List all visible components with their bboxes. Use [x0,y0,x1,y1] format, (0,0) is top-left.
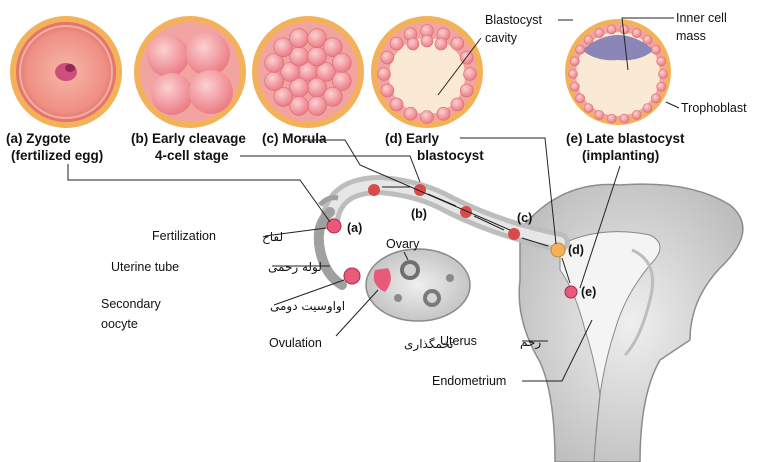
svg-text:Uterine tube: Uterine tube [111,260,179,274]
stage-c-label: (c) Morula [262,131,327,146]
uterus-illustration [519,184,743,462]
stage-e-label: (e) Late blastocyst (implanting) [566,131,685,163]
svg-text:(e): (e) [581,285,596,299]
trophoblast-cell [381,51,394,64]
svg-text:4-cell stage: 4-cell stage [155,148,229,163]
svg-text:(a): (a) [347,221,362,235]
trophoblast-cell [451,37,464,50]
morula-cell [308,96,327,115]
trophoblast-cell [404,107,417,120]
svg-text:cavity: cavity [485,31,518,45]
stage-d-label: (d) Early blastocyst [385,131,484,163]
trophoblast-cell [632,110,641,119]
trophoblast-cell [570,82,579,91]
svg-text:Trophoblast: Trophoblast [681,101,747,115]
trophoblast-cell [651,94,660,103]
svg-text:Inner cell: Inner cell [676,11,727,25]
svg-text:Secondary: Secondary [101,297,162,311]
inner-cell [421,35,433,47]
svg-text:(c) Morula: (c) Morula [262,131,327,146]
svg-text:Uterus: Uterus [440,334,477,348]
trophoblast-cell [576,45,585,54]
svg-text:(fertilized egg): (fertilized egg) [11,148,103,163]
trophoblast-cell [659,70,668,79]
svg-text:(implanting): (implanting) [582,148,659,163]
trophoblast-cell [390,37,403,50]
trophoblast-label: Trophoblast [666,101,747,115]
morula-cell [265,72,284,91]
svg-text:mass: mass [676,29,706,43]
zygote-illustration [10,16,122,128]
svg-text:(e) Late blastocyst: (e) Late blastocyst [566,131,685,146]
trophoblast-cell [378,68,391,81]
trophoblast-cell [464,68,477,81]
inner-cell [407,38,419,50]
svg-text:(a) Zygote: (a) Zygote [6,131,71,146]
trophoblast-cell [620,114,629,123]
trophoblast-cell [595,110,604,119]
trophoblast-cell [381,84,394,97]
late-blastocyst-illustration [565,19,671,125]
trophoblast-cell [584,35,593,44]
svg-text:(c): (c) [517,211,532,225]
early-cleavage-illustration [134,16,246,128]
trophoblast-cell [390,98,403,111]
trophoblast-cell [460,84,473,97]
svg-text:(d) Early: (d) Early [385,131,440,146]
morula-cell [332,53,351,72]
inner-cell [435,38,447,50]
trophoblast-cell [620,25,629,34]
svg-text:blastocyst: blastocyst [417,148,484,163]
trophoblast-cell [657,57,666,66]
uterus-label: Uterus رحم [440,334,548,350]
svg-text:(b): (b) [411,207,427,221]
early-blastocyst-illustration [371,16,483,128]
trophoblast-cell [569,70,578,79]
trophoblast-cell [607,114,616,123]
trophoblast-cell [651,45,660,54]
stage-a-label: (a) Zygote (fertilized egg) [6,131,103,163]
trophoblast-cell [643,104,652,113]
trophoblast-cell [643,35,652,44]
trophoblast-cell [570,57,579,66]
trophoblast-cell [421,111,434,124]
svg-text:Blastocyst: Blastocyst [485,13,542,27]
uterine-tube-label: Uterine tube لوله رحمی [111,260,330,275]
svg-text:Ovulation: Ovulation [269,336,322,350]
svg-text:رحم: رحم [520,335,541,350]
svg-text:Endometrium: Endometrium [432,374,506,388]
ovary-illustration [366,249,470,321]
morula-illustration [252,16,364,128]
trophoblast-cell [632,29,641,38]
trophoblast-cell [584,104,593,113]
stage-b-label: (b) Early cleavage 4-cell stage [131,131,246,163]
trophoblast-cell [657,82,666,91]
svg-text:(b) Early cleavage: (b) Early cleavage [131,131,246,146]
svg-text:Fertilization: Fertilization [152,229,216,243]
svg-text:لقاح: لقاح [262,230,283,244]
svg-text:اواوسیت دومی: اواوسیت دومی [270,299,345,314]
trophoblast-cell [595,29,604,38]
secondary-oocyte-label: Secondary oocyte اواوسیت دومی [101,280,345,331]
trophoblast-cell [576,94,585,103]
svg-text:oocyte: oocyte [101,317,138,331]
trophoblast-cell [437,107,450,120]
svg-text:لوله رحمی: لوله رحمی [268,260,322,275]
trophoblast-cell [451,98,464,111]
svg-text:Ovary: Ovary [386,237,420,251]
morula-cell [289,29,308,48]
svg-text:(d): (d) [568,243,584,257]
fertilization-label: Fertilization لقاح [152,228,326,244]
trophoblast-cell [607,25,616,34]
